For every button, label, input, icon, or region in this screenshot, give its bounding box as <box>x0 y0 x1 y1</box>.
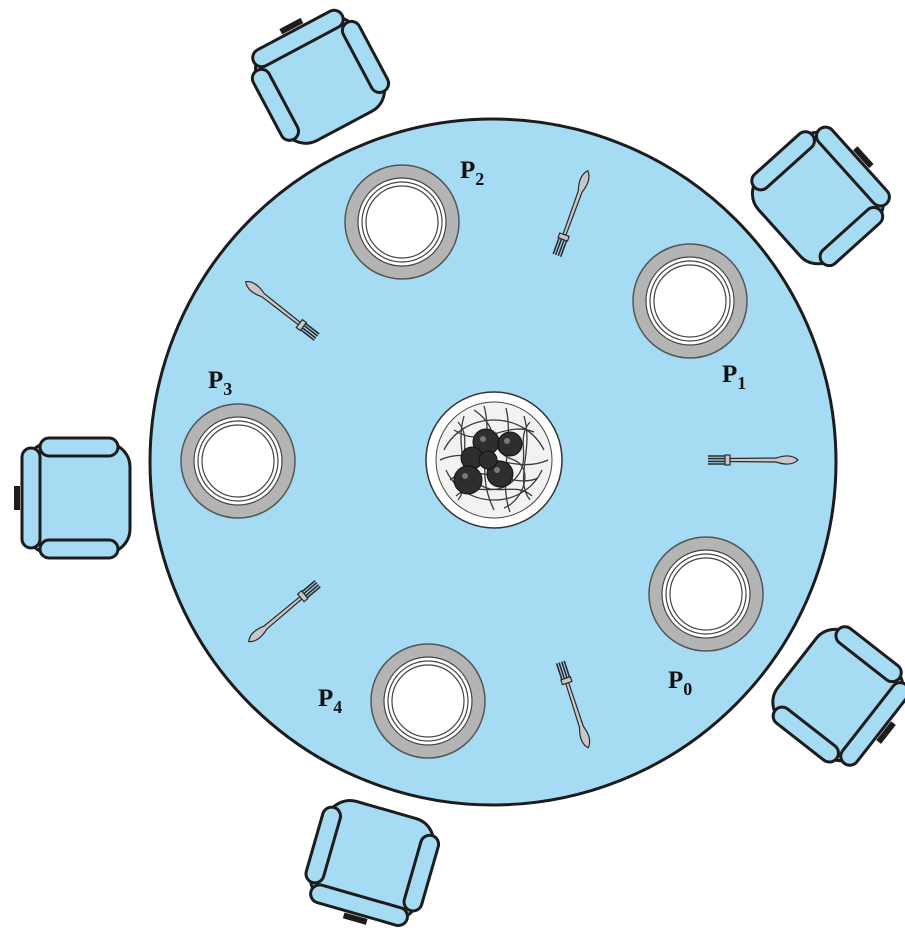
plate-p1 <box>632 243 748 359</box>
plate-p2 <box>344 164 460 280</box>
plate-p3 <box>180 403 296 519</box>
label-p4: P4 <box>318 685 342 717</box>
chair-icon <box>12 436 132 560</box>
chair-icon <box>235 0 399 156</box>
chair-p2 <box>235 0 399 156</box>
label-p0: P0 <box>668 667 692 699</box>
plate-p0 <box>648 536 764 652</box>
spaghetti-bowl-icon <box>425 391 563 529</box>
label-p1: P1 <box>722 361 746 393</box>
chair-icon <box>295 791 446 940</box>
label-p3: P3 <box>208 367 232 399</box>
label-p2: P2 <box>460 157 484 189</box>
chair-p3 <box>12 436 132 560</box>
plate-p4 <box>370 643 486 759</box>
chair-p4 <box>295 791 446 940</box>
